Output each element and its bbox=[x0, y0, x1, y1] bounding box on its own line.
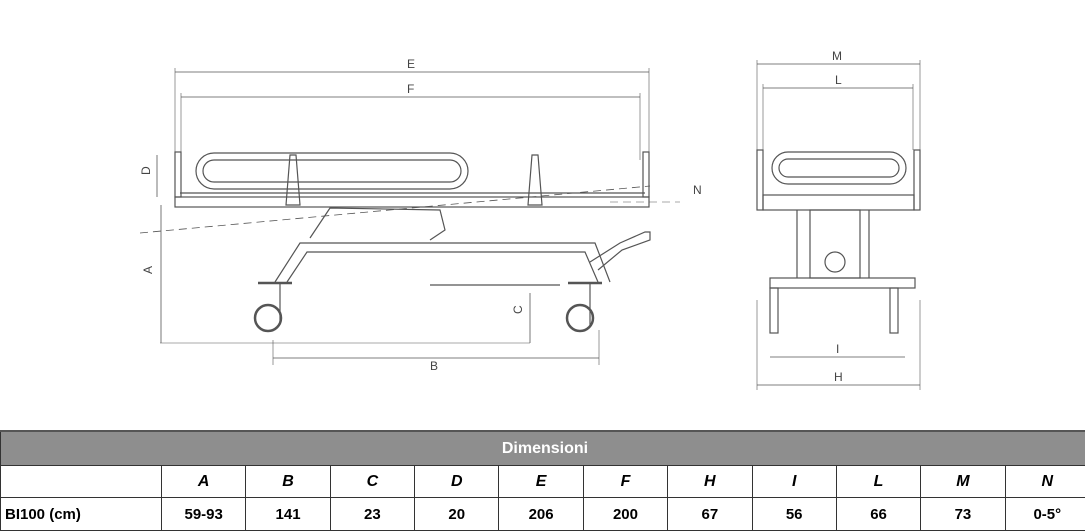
side-view bbox=[139, 68, 680, 365]
label-N: N bbox=[693, 183, 702, 197]
column-header: N bbox=[1004, 465, 1085, 498]
value-cell: 66 bbox=[835, 497, 922, 531]
column-header: D bbox=[414, 465, 500, 498]
label-E: E bbox=[407, 57, 415, 71]
value-cell: 141 bbox=[245, 497, 331, 531]
value-cell: 0-5° bbox=[1004, 497, 1085, 531]
column-header: A bbox=[160, 465, 247, 498]
technical-drawing: E F D N A C B M L I H bbox=[139, 49, 921, 390]
value-cell: 206 bbox=[498, 497, 584, 531]
column-header: B bbox=[245, 465, 331, 498]
header-row: A B C D E F H I L M N bbox=[0, 465, 1085, 498]
column-header: C bbox=[329, 465, 416, 498]
label-B: B bbox=[430, 359, 438, 373]
label-L: L bbox=[835, 73, 842, 87]
value-cell: 67 bbox=[667, 497, 753, 531]
value-cell: 23 bbox=[329, 497, 416, 531]
value-cell: 73 bbox=[920, 497, 1006, 531]
label-F: F bbox=[407, 82, 414, 96]
column-header: F bbox=[582, 465, 669, 498]
label-H: H bbox=[834, 370, 843, 384]
label-D: D bbox=[139, 166, 153, 175]
front-view bbox=[756, 60, 921, 390]
value-cell: 200 bbox=[582, 497, 669, 531]
value-cell: 59-93 bbox=[160, 497, 247, 531]
column-header: H bbox=[667, 465, 753, 498]
column-header: L bbox=[835, 465, 922, 498]
column-header: M bbox=[920, 465, 1006, 498]
table-row: BI100 (cm) 59-93 141 23 20 206 200 67 56… bbox=[0, 497, 1085, 531]
value-cell: 56 bbox=[751, 497, 837, 531]
table-title: Dimensioni bbox=[0, 430, 1085, 466]
label-C: C bbox=[511, 305, 525, 314]
column-header: I bbox=[751, 465, 837, 498]
row-label: BI100 (cm) bbox=[0, 497, 162, 531]
value-cell: 20 bbox=[414, 497, 500, 531]
label-I: I bbox=[836, 342, 839, 356]
empty-cell bbox=[0, 465, 162, 498]
column-header: E bbox=[498, 465, 584, 498]
label-A: A bbox=[141, 266, 155, 274]
dimensions-table: Dimensioni A B C D E F H I L M N BI100 (… bbox=[0, 430, 1085, 531]
label-M: M bbox=[832, 49, 842, 63]
